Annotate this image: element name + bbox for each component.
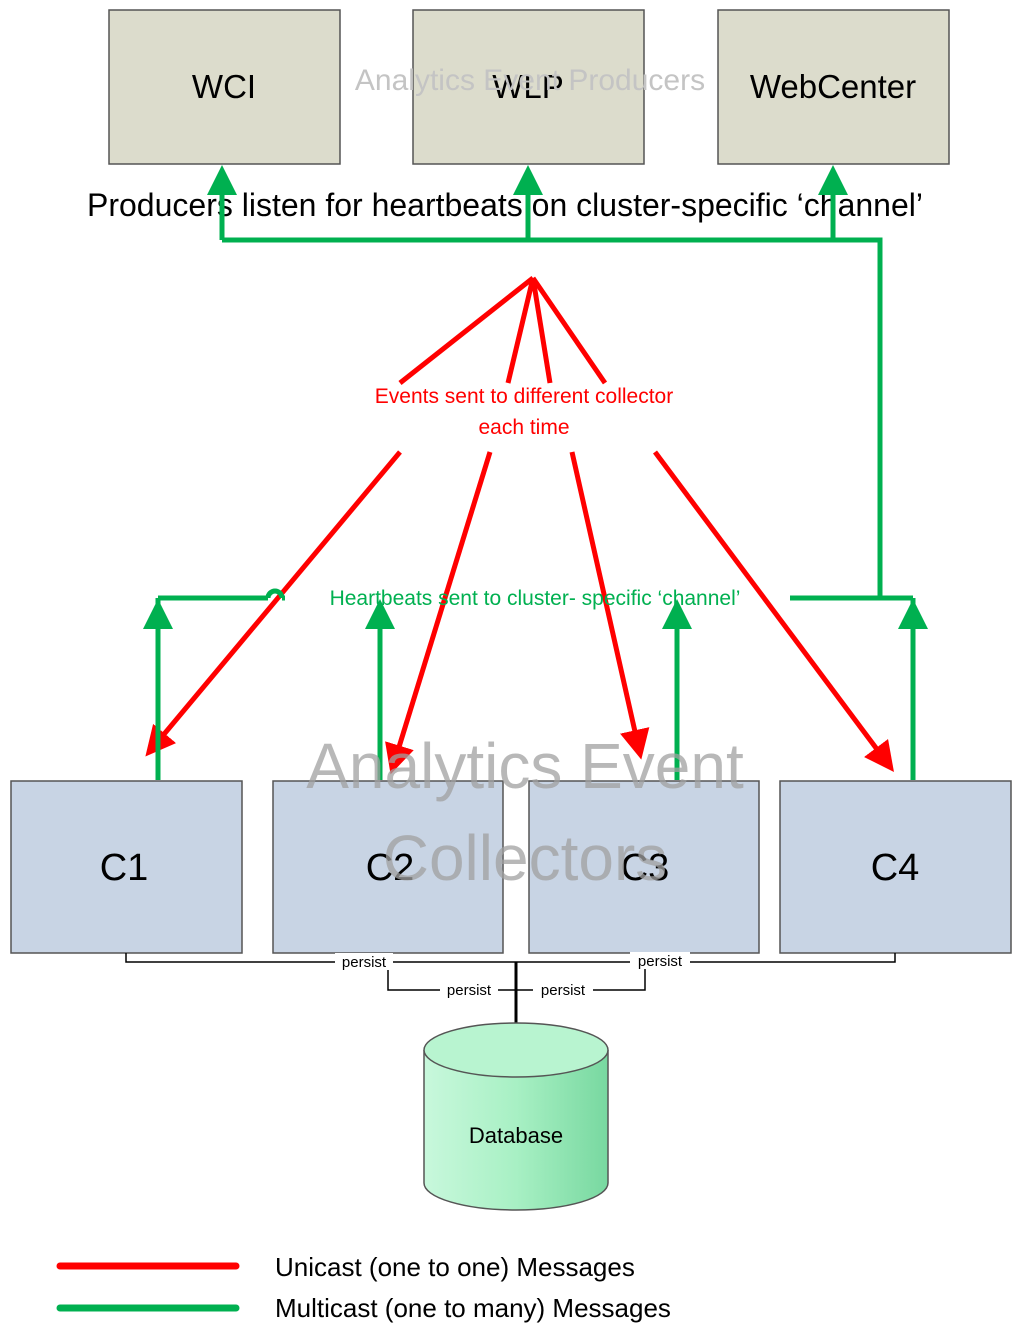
database-cylinder: Database bbox=[423, 1022, 609, 1211]
producer-webcenter: WebCenter bbox=[717, 9, 950, 165]
legend-multicast-label: Multicast (one to many) Messages bbox=[275, 1293, 671, 1323]
collector-label: C4 bbox=[871, 847, 920, 889]
producer-label: WCI bbox=[192, 68, 256, 105]
events-label-line1: Events sent to different collector bbox=[375, 385, 673, 408]
collectors-group-label-line1: Analytics Event bbox=[306, 730, 744, 802]
producers-note: Producers listen for heartbeats on clust… bbox=[87, 187, 923, 223]
heartbeats-label: Heartbeats sent to cluster- specific ‘ch… bbox=[330, 587, 741, 610]
persist-label: persist bbox=[342, 954, 387, 971]
events-label-line2: each time bbox=[478, 416, 569, 439]
multicast-bus-producers bbox=[207, 165, 883, 598]
collector-c1: C1 bbox=[10, 780, 243, 954]
producer-label: WLP bbox=[492, 68, 564, 105]
collector-label: C1 bbox=[100, 847, 149, 889]
persist-label: persist bbox=[541, 982, 586, 999]
heartbeat-bus bbox=[143, 588, 928, 780]
collector-label: C3 bbox=[621, 847, 670, 889]
collectors-group-label-line2: Collectors bbox=[383, 822, 668, 894]
persist-label: persist bbox=[638, 953, 683, 970]
producer-label: WebCenter bbox=[750, 68, 916, 105]
collector-c3: C3 bbox=[528, 780, 760, 954]
unicast-events bbox=[145, 276, 894, 775]
producers-group-label: Analytics Event Producers bbox=[355, 64, 705, 97]
collector-c4: C4 bbox=[779, 780, 1012, 954]
producer-wlp: WLP bbox=[412, 9, 645, 165]
database-label: Database bbox=[469, 1123, 563, 1148]
legend-unicast-label: Unicast (one to one) Messages bbox=[275, 1252, 635, 1282]
collector-c2: C2 bbox=[272, 780, 504, 954]
legend: Unicast (one to one) Messages Multicast … bbox=[56, 1252, 671, 1323]
persist-label: persist bbox=[447, 982, 492, 999]
producer-wci: WCI bbox=[108, 9, 341, 165]
collector-label: C2 bbox=[366, 847, 415, 889]
